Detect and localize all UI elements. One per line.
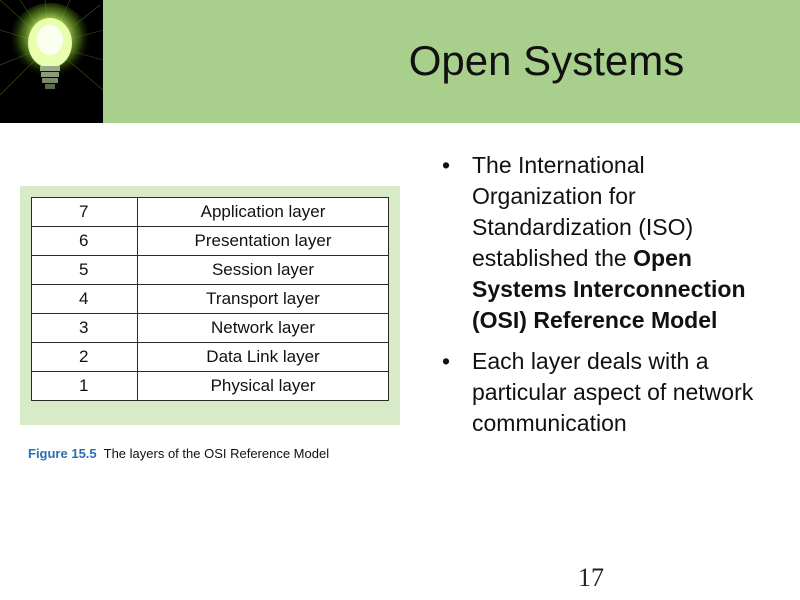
layer-number: 4 bbox=[31, 284, 138, 314]
layer-number: 7 bbox=[31, 197, 138, 227]
bullet-text: Each layer deals with a particular aspec… bbox=[472, 348, 754, 436]
layer-name: Data Link layer bbox=[137, 342, 389, 372]
osi-layers-table: 7 Application layer 6 Presentation layer… bbox=[31, 197, 389, 401]
osi-figure-panel: 7 Application layer 6 Presentation layer… bbox=[20, 186, 400, 425]
bullet-dot-icon: • bbox=[442, 348, 451, 374]
table-row: 6 Presentation layer bbox=[31, 226, 389, 256]
bullet-item: • Each layer deals with a particular asp… bbox=[442, 346, 772, 439]
layer-name: Physical layer bbox=[137, 371, 389, 401]
table-row: 7 Application layer bbox=[31, 197, 389, 227]
layer-name: Session layer bbox=[137, 255, 389, 285]
layer-number: 3 bbox=[31, 313, 138, 343]
bullet-dot-icon: • bbox=[442, 152, 451, 178]
layer-number: 1 bbox=[31, 371, 138, 401]
table-row: 2 Data Link layer bbox=[31, 342, 389, 372]
page-number: 17 bbox=[578, 563, 604, 592]
slide-title: Open Systems bbox=[408, 37, 685, 84]
layer-name: Presentation layer bbox=[137, 226, 389, 256]
layer-number: 6 bbox=[31, 226, 138, 256]
figure-caption: Figure 15.5 The layers of the OSI Refere… bbox=[28, 444, 368, 463]
table-row: 4 Transport layer bbox=[31, 284, 389, 314]
layer-number: 5 bbox=[31, 255, 138, 285]
layer-name: Network layer bbox=[137, 313, 389, 343]
bullet-item: • The International Organization for Sta… bbox=[442, 150, 772, 336]
bullet-bold-text: Open Systems Interconnection (OSI) Refer… bbox=[472, 245, 746, 333]
bullet-text: The International Organization for Stand… bbox=[472, 152, 694, 271]
figure-caption-number: Figure 15.5 bbox=[28, 446, 97, 461]
slide-header: Open Systems bbox=[103, 0, 800, 123]
layer-name: Transport layer bbox=[137, 284, 389, 314]
figure-caption-text: The layers of the OSI Reference Model bbox=[103, 446, 330, 461]
layer-number: 2 bbox=[31, 342, 138, 372]
lightbulb-logo-icon bbox=[0, 0, 103, 123]
table-row: 3 Network layer bbox=[31, 313, 389, 343]
table-row: 5 Session layer bbox=[31, 255, 389, 285]
layer-name: Application layer bbox=[137, 197, 389, 227]
bullet-list: • The International Organization for Sta… bbox=[442, 150, 772, 449]
table-row: 1 Physical layer bbox=[31, 371, 389, 401]
